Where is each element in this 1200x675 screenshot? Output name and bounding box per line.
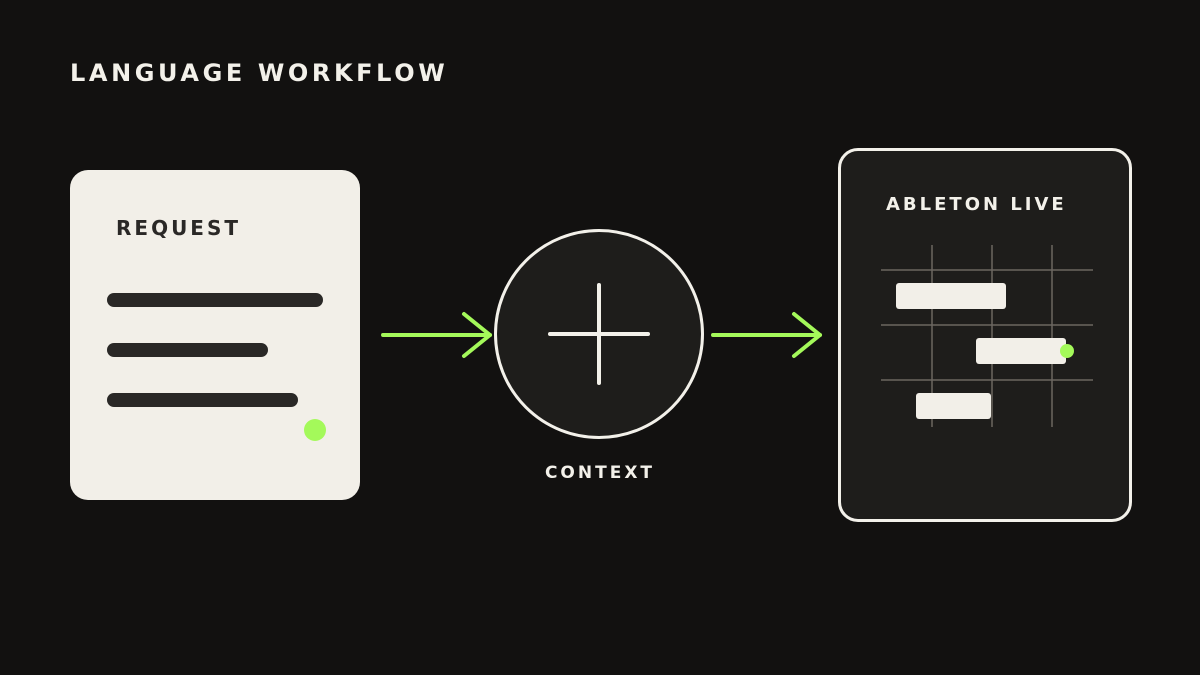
grid-lines: [881, 245, 1093, 427]
playhead-dot: [1060, 344, 1074, 358]
plus-icon: [548, 283, 650, 385]
midi-clip: [896, 283, 1006, 309]
request-card: REQUEST: [70, 170, 360, 500]
ableton-title: ABLETON LIVE: [886, 194, 1067, 215]
context-node: [494, 229, 704, 439]
status-dot: [304, 419, 326, 441]
arrangement-grid: [881, 245, 1093, 427]
arrow-icon: [381, 312, 492, 358]
diagram-title: LANGUAGE WORKFLOW: [70, 59, 449, 87]
request-title: REQUEST: [116, 216, 242, 240]
request-text-line: [107, 393, 298, 407]
request-text-line: [107, 293, 323, 307]
midi-clip: [916, 393, 991, 419]
context-label: CONTEXT: [544, 463, 656, 483]
midi-clip: [976, 338, 1066, 364]
arrow-icon: [711, 312, 822, 358]
ableton-card: ABLETON LIVE: [838, 148, 1132, 522]
request-text-line: [107, 343, 268, 357]
